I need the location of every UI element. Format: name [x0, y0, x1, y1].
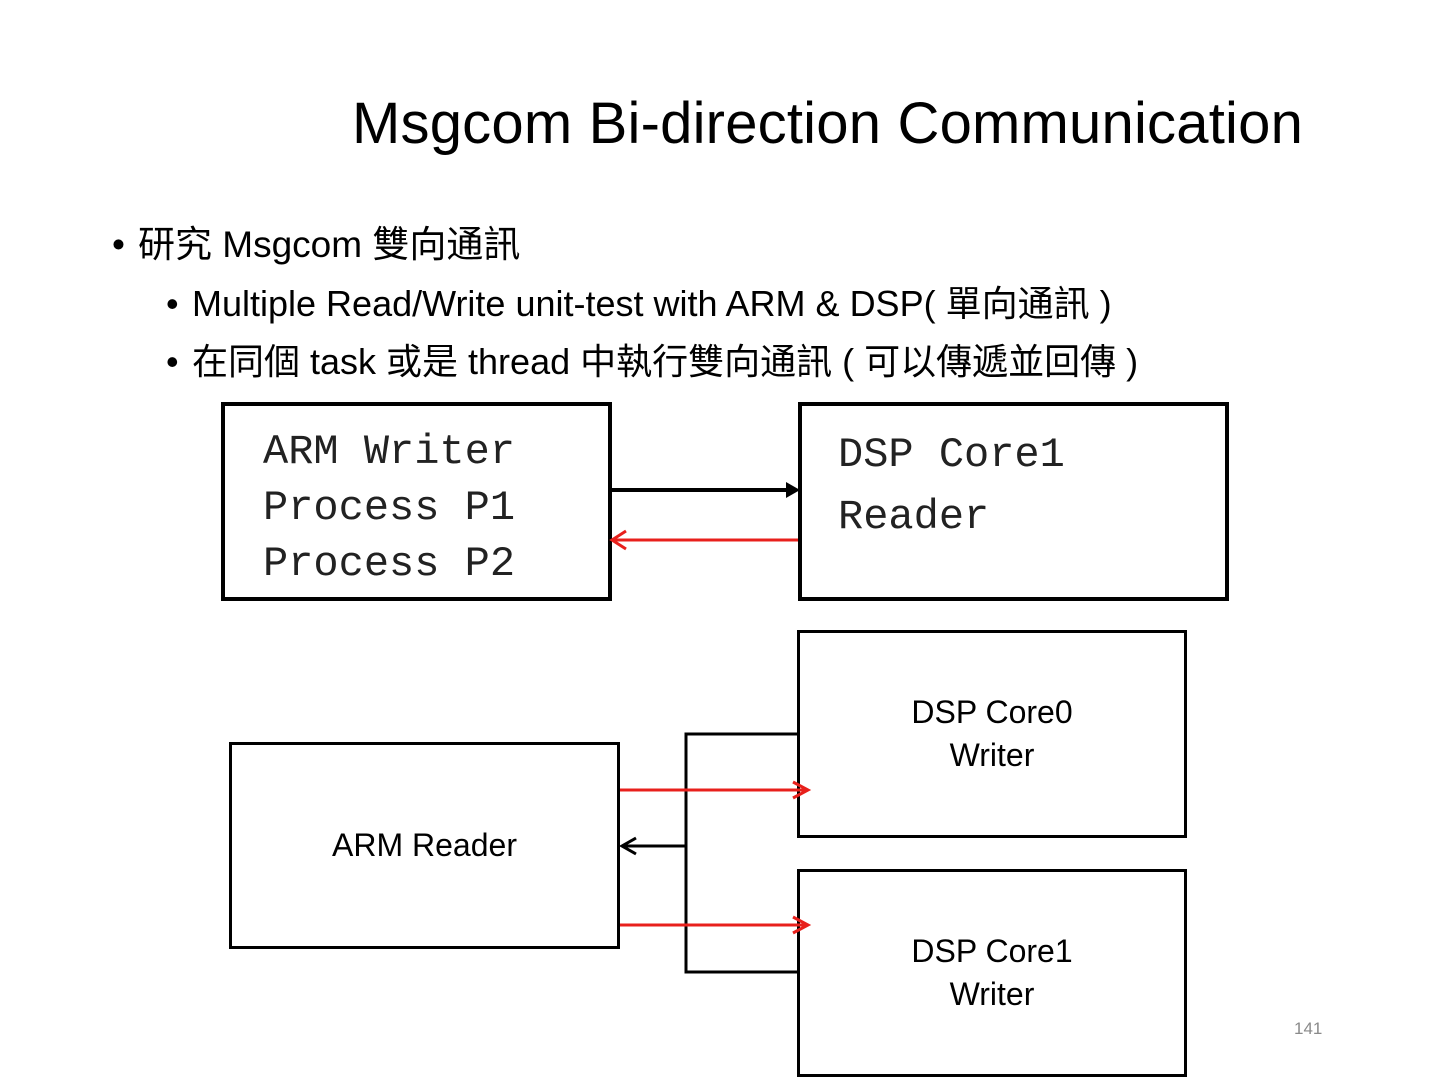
box-line: Process P2	[263, 540, 516, 588]
bullet-dot-icon: •	[166, 283, 179, 324]
bullet-level2: • Multiple Read/Write unit-test with ARM …	[166, 281, 1112, 327]
connector-dsp-writers-bracket	[684, 732, 797, 974]
bullet-level1: • 研究 Msgcom 雙向通訊	[112, 222, 520, 268]
bullet-dot-icon: •	[166, 341, 179, 382]
arrowhead-icon	[609, 529, 627, 551]
bullet-text: 在同個 task 或是 thread 中執行雙向通訊 ( 可以傳遞並回傳 )	[192, 341, 1139, 382]
bullet-dot-icon: •	[112, 224, 125, 265]
arm-reader-box: ARM Reader	[229, 742, 620, 949]
slide-title: Msgcom Bi-direction Communication	[352, 91, 1304, 156]
dsp-core1-writer-box: DSP Core1 Writer	[797, 869, 1187, 1077]
arm-writer-box: ARM Writer Process P1 Process P2	[221, 402, 612, 601]
dsp-core1-reader-box: DSP Core1 Reader	[798, 402, 1229, 601]
box-line: Process P1	[263, 484, 516, 532]
box-label: ARM Reader	[332, 827, 517, 863]
bullet-level2: • 在同個 task 或是 thread 中執行雙向通訊 ( 可以傳遞並回傳 )	[166, 339, 1138, 385]
box-line: Reader	[838, 493, 990, 541]
box-line: Writer	[949, 737, 1035, 773]
page-number: 141	[1294, 1019, 1323, 1038]
box-line: DSP Core1	[838, 431, 1065, 479]
arrowhead-icon	[618, 836, 637, 856]
box-line: DSP Core0	[911, 694, 1073, 730]
bullet-text: 研究 Msgcom 雙向通訊	[138, 224, 521, 265]
box-line: Writer	[949, 976, 1035, 1012]
bullet-text: Multiple Read/Write unit-test with ARM &…	[192, 283, 1112, 324]
box-line: DSP Core1	[911, 933, 1073, 969]
dsp-core0-writer-box: DSP Core0 Writer	[797, 630, 1187, 838]
box-line: ARM Writer	[263, 428, 516, 476]
